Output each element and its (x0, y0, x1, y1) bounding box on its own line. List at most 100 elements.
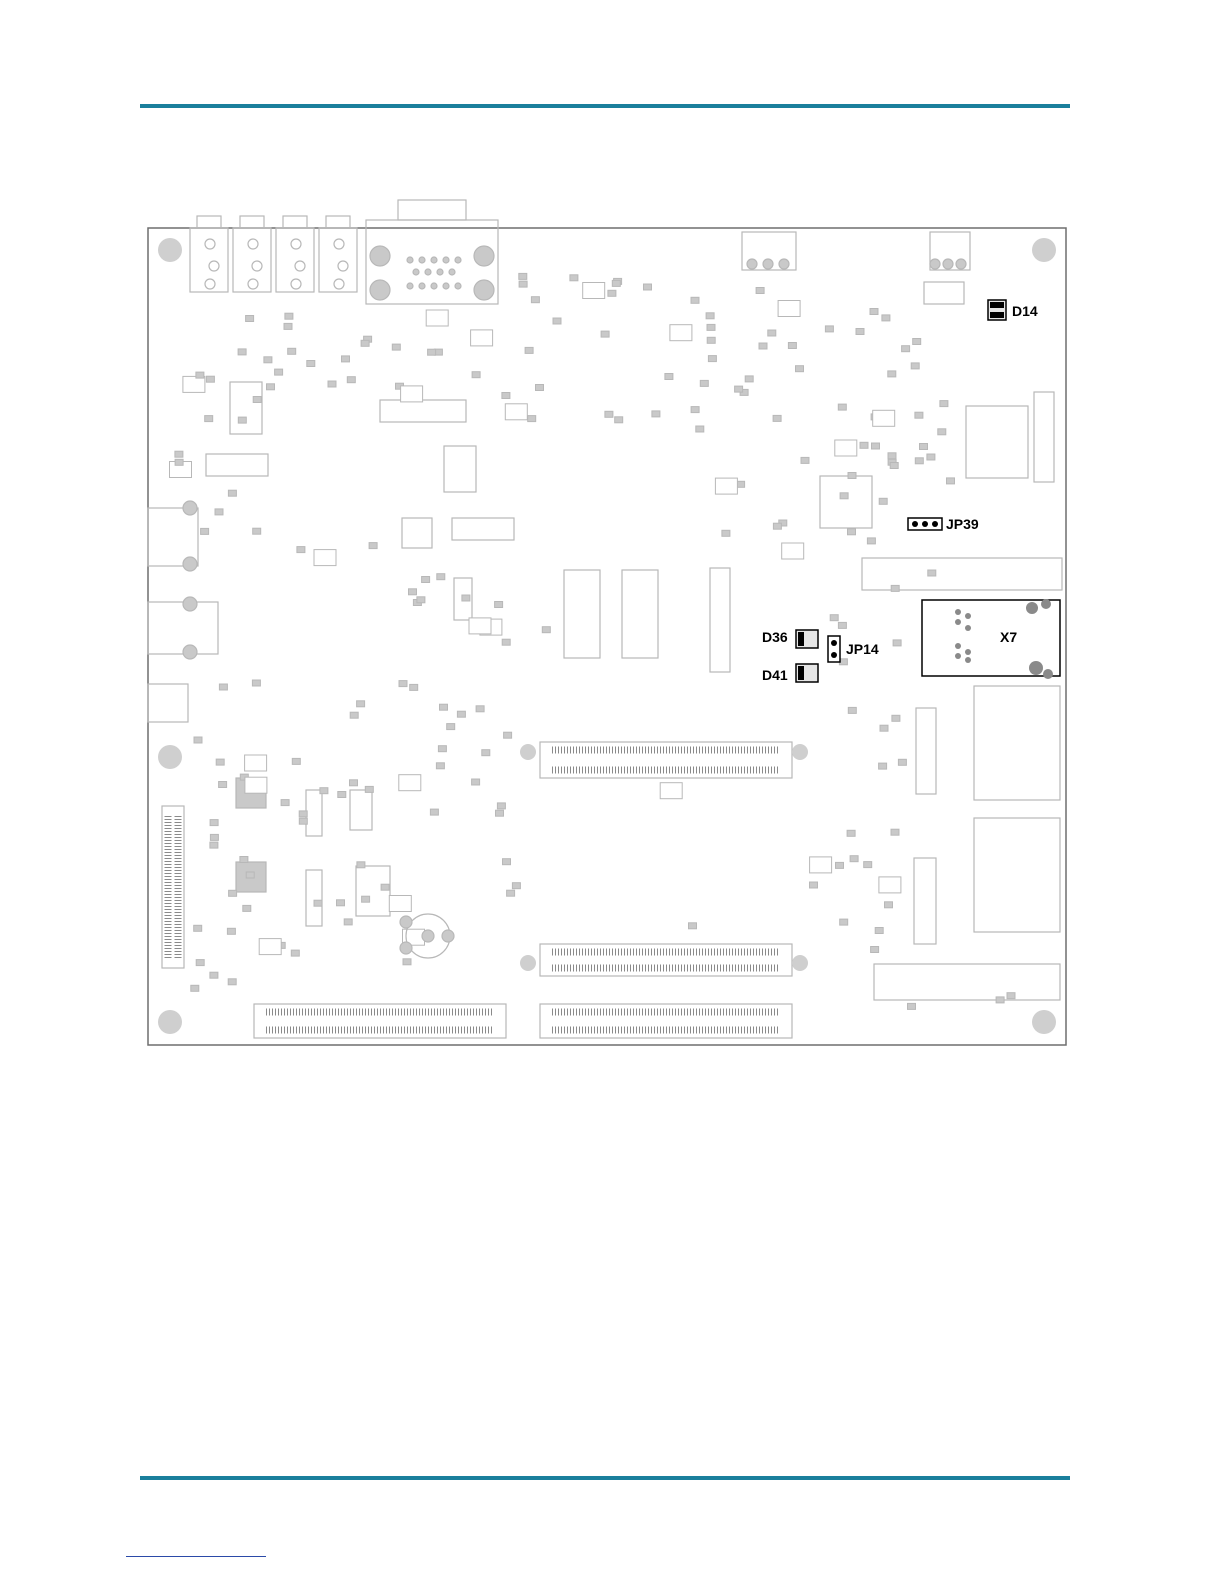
d36-component (796, 630, 818, 648)
smd-part (707, 337, 715, 343)
smd-part (389, 896, 411, 912)
smd-part (892, 715, 900, 721)
smd-part (756, 288, 764, 294)
smd-part (700, 380, 708, 386)
smd-part (426, 310, 448, 326)
smd-part (228, 979, 236, 985)
smd-part (915, 458, 923, 464)
smd-part (670, 325, 692, 341)
smd-part (502, 639, 510, 645)
smd-part (496, 810, 504, 816)
d41-component (796, 664, 818, 682)
smd-part (947, 478, 955, 484)
smd-part (253, 528, 261, 534)
smd-part (350, 712, 358, 718)
smd-part (927, 454, 935, 460)
smd-part (860, 442, 868, 448)
smd-part (437, 574, 445, 580)
smd-part (536, 385, 544, 391)
smd-part (344, 919, 352, 925)
smd-part (847, 830, 855, 836)
smd-part (314, 550, 336, 566)
smd-part (175, 459, 183, 465)
smd-part (519, 273, 527, 279)
smd-part (612, 280, 620, 286)
footnote-rule (126, 1556, 266, 1557)
smd-part (299, 811, 307, 817)
smd-part (438, 746, 446, 752)
callout-x7: X7 (1000, 629, 1017, 645)
smd-part (707, 324, 715, 330)
smd-part (392, 344, 400, 350)
smd-part (246, 872, 254, 878)
smd-part (462, 595, 470, 601)
smd-part (836, 862, 844, 868)
smd-part (229, 890, 237, 896)
smd-part (996, 997, 1004, 1003)
smd-part (1007, 993, 1015, 999)
smd-part (194, 737, 202, 743)
smd-part (531, 297, 539, 303)
smd-part (196, 372, 204, 378)
smd-part (206, 376, 214, 382)
smd-part (284, 323, 292, 329)
smd-part (175, 451, 183, 457)
smd-part (246, 316, 254, 322)
smd-part (940, 401, 948, 407)
smd-part (902, 346, 910, 352)
smd-part (583, 283, 605, 299)
smd-part (890, 463, 898, 469)
smd-part (210, 842, 218, 848)
smd-part (307, 361, 315, 367)
smd-part (228, 490, 236, 496)
smd-part (297, 547, 305, 553)
smd-part (528, 416, 536, 422)
smd-part (810, 882, 818, 888)
smd-part (253, 397, 261, 403)
smd-part (417, 597, 425, 603)
smd-part (525, 347, 533, 353)
smd-part (219, 684, 227, 690)
smd-part (706, 313, 714, 319)
smd-part (482, 750, 490, 756)
smd-part (848, 529, 856, 535)
smd-part (601, 331, 609, 337)
smd-part (735, 386, 743, 392)
smd-part (911, 363, 919, 369)
smd-part (888, 371, 896, 377)
smd-part (267, 384, 275, 390)
smd-part (838, 404, 846, 410)
smd-part (715, 478, 737, 494)
smd-part (457, 711, 465, 717)
smd-part (898, 759, 906, 765)
smd-part (882, 315, 890, 321)
smd-part (891, 585, 899, 591)
smd-part (652, 411, 660, 417)
smd-part (183, 376, 205, 392)
smd-part (850, 856, 858, 862)
smd-part (665, 374, 673, 380)
smd-part (320, 788, 328, 794)
smd-part (880, 725, 888, 731)
smd-part (259, 939, 281, 955)
callout-jp14: JP14 (846, 641, 879, 657)
smd-part (436, 763, 444, 769)
smd-part (245, 777, 267, 793)
smd-part (788, 343, 796, 349)
smd-part (216, 759, 224, 765)
smd-part (292, 758, 300, 764)
smd-part (365, 786, 373, 792)
smd-part (338, 792, 346, 798)
smd-part (342, 356, 350, 362)
smd-part (840, 493, 848, 499)
smd-part (361, 340, 369, 346)
smd-part (893, 640, 901, 646)
smd-part (399, 775, 421, 791)
smd-part (782, 543, 804, 559)
smd-part (722, 530, 730, 536)
smd-part (440, 704, 448, 710)
smd-part (870, 309, 878, 315)
smd-part (913, 339, 921, 345)
smd-part (542, 627, 550, 633)
jp14-component (828, 636, 840, 662)
